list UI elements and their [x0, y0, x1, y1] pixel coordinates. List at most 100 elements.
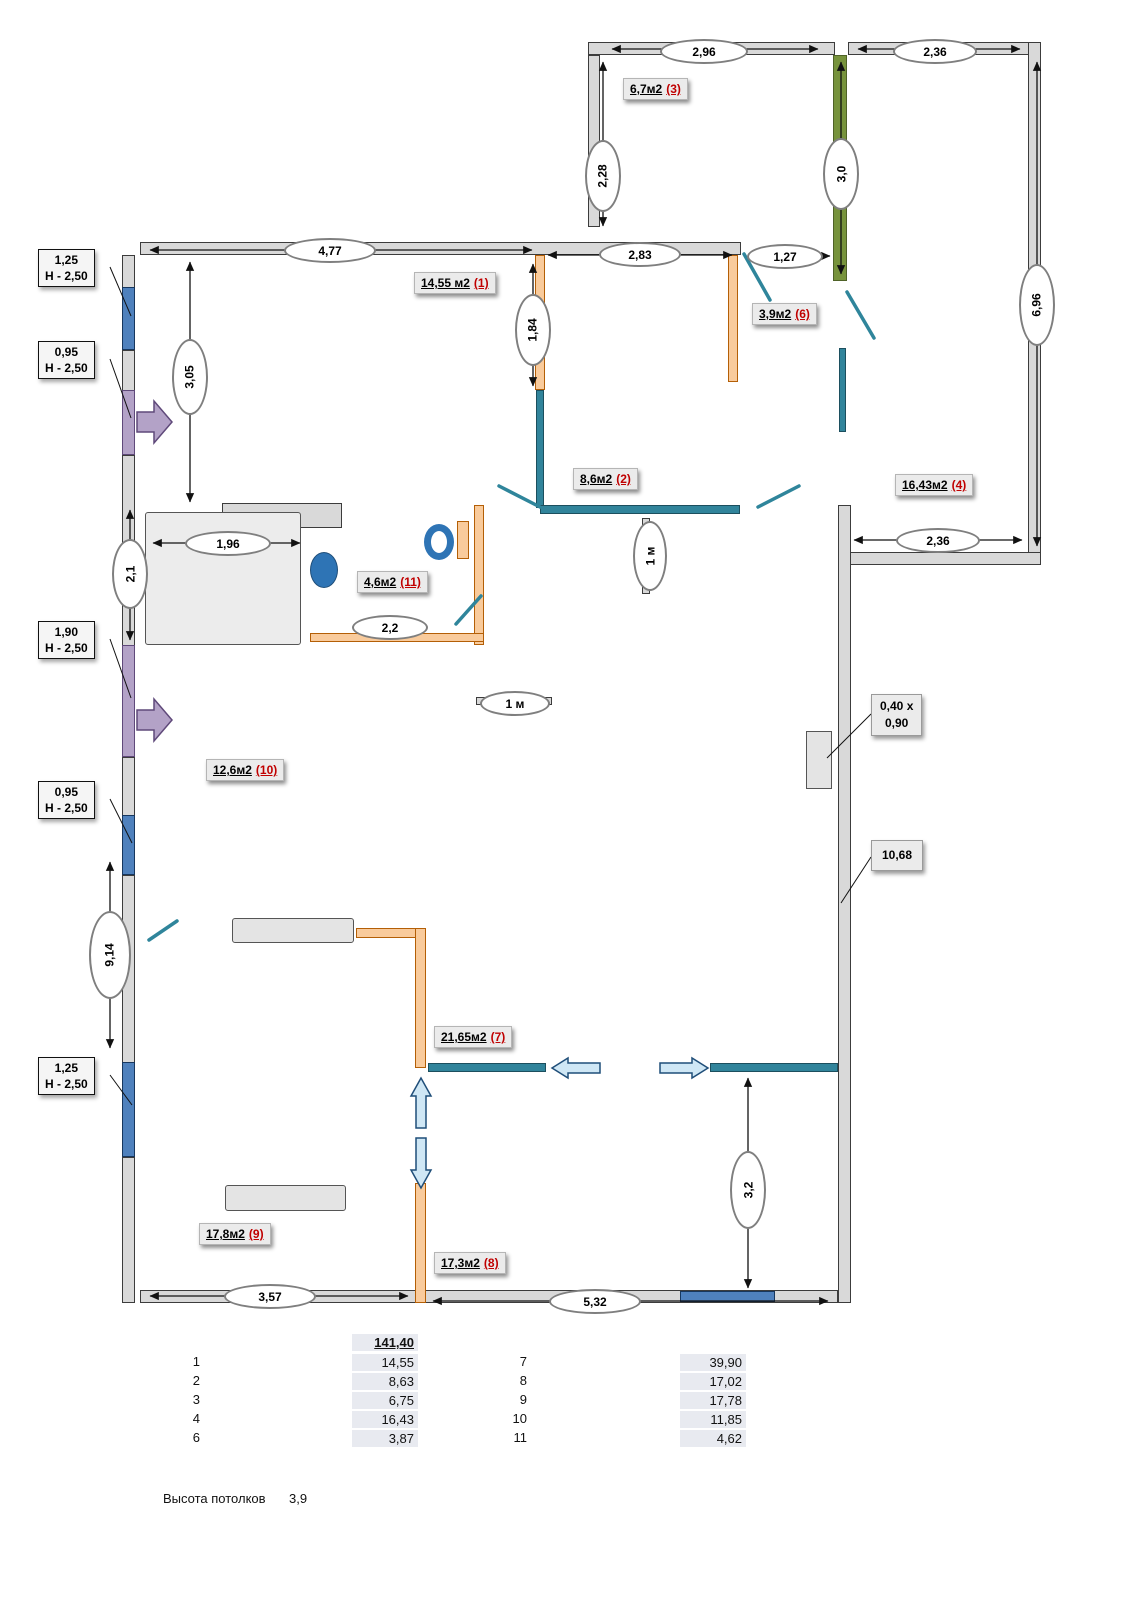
dim-5-32: 5,32 — [549, 1289, 641, 1314]
opening-height: Н - 2,50 — [45, 1077, 88, 1092]
room-number: (10) — [255, 763, 278, 777]
row-number: 11 — [513, 1430, 528, 1445]
toilet-icon — [424, 524, 454, 560]
dim-1m-vertical: 1 м — [633, 521, 667, 591]
room-number: (3) — [666, 82, 681, 96]
room-label-7: 21,65м2(7) — [434, 1026, 513, 1048]
room-label-8: 17,3м2(8) — [434, 1252, 506, 1274]
dim-text: 2,2 — [381, 620, 399, 635]
dim-text: 2,28 — [595, 164, 610, 188]
dim-2-36-top: 2,36 — [893, 39, 977, 64]
dim-1-84: 1,84 — [515, 294, 551, 366]
opening-label-4: 0,95 Н - 2,50 — [38, 781, 95, 820]
row-number: 6 — [192, 1430, 200, 1445]
row-number: 4 — [192, 1411, 200, 1426]
partition-lower-right — [710, 1063, 838, 1072]
shaft-size-line2: 0,90 — [885, 715, 909, 730]
partition-mid-h — [356, 928, 418, 938]
room-number: (11) — [400, 575, 421, 589]
dim-text: 2,83 — [628, 247, 652, 262]
room-area: 21,65м2 — [441, 1030, 487, 1044]
dim-9-14: 9,14 — [89, 911, 131, 999]
door-left-1 — [122, 390, 135, 455]
dim-2-36-room4: 2,36 — [896, 528, 980, 553]
partition-teal-v — [536, 390, 544, 508]
dim-3-57: 3,57 — [224, 1284, 316, 1309]
row-area: 4,62 — [680, 1430, 746, 1447]
dim-text: 3,05 — [182, 365, 197, 389]
partition-room2-bottom — [540, 505, 740, 514]
partition-lower-left — [428, 1063, 546, 1072]
row-area: 8,63 — [352, 1373, 418, 1390]
dim-text: 9,14 — [102, 943, 117, 967]
opening-label-1: 1,25 Н - 2,50 — [38, 249, 95, 288]
window-left-1 — [122, 287, 135, 350]
row-area: 3,87 — [352, 1430, 418, 1447]
row-area: 6,75 — [352, 1392, 418, 1409]
dim-6-96: 6,96 — [1019, 264, 1055, 346]
row-number: 3 — [192, 1392, 200, 1407]
opening-height: Н - 2,50 — [45, 269, 88, 284]
dim-text: 3,0 — [834, 165, 848, 183]
opening-height: Н - 2,50 — [45, 641, 88, 656]
dim-text: 4,77 — [318, 243, 342, 258]
dim-2-1: 2,1 — [112, 539, 148, 609]
room-label-9: 17,8м2(9) — [199, 1223, 271, 1245]
dim-text: 1 м — [505, 696, 525, 711]
wall-left-seg2 — [122, 350, 135, 392]
partition-room11-right — [474, 505, 484, 645]
sink-icon — [310, 552, 338, 588]
row-number: 10 — [512, 1411, 527, 1426]
row-area: 16,43 — [352, 1411, 418, 1428]
row-area: 17,78 — [680, 1392, 746, 1409]
wall-length-label: 10,68 — [871, 840, 924, 871]
room-label-11: 4,6м2(11) — [357, 571, 428, 593]
window-left-2 — [122, 815, 135, 875]
dim-2-96: 2,96 — [660, 39, 748, 64]
ceiling-height-label: Высота потолков — [163, 1491, 266, 1506]
dim-text: 2,1 — [123, 565, 137, 583]
dim-text: 3,57 — [258, 1289, 282, 1304]
wall-length-value: 10,68 — [882, 848, 913, 862]
toilet-tank-icon — [457, 521, 469, 559]
dim-3-2: 3,2 — [730, 1151, 766, 1229]
shaft-box — [806, 731, 832, 789]
opening-height: Н - 2,50 — [45, 361, 88, 376]
dim-2-2: 2,2 — [352, 615, 428, 640]
dim-3-0: 3,0 — [823, 138, 859, 210]
partition-mid-v-upper — [415, 928, 426, 1068]
dim-text: 2,36 — [926, 533, 950, 548]
room-area: 3,9м2 — [759, 307, 792, 321]
door-direction-arrows — [409, 1056, 710, 1190]
room-label-1: 14,55 м2(1) — [414, 272, 496, 294]
room-number: (2) — [616, 472, 631, 486]
opening-width: 1,25 — [54, 253, 79, 267]
ceiling-height-value: 3,9 — [289, 1491, 308, 1506]
dim-text: 1 м — [642, 546, 657, 566]
room-label-6: 3,9м2(6) — [752, 303, 817, 325]
room-area: 14,55 м2 — [421, 276, 470, 290]
room-label-10: 12,6м2(10) — [206, 759, 285, 781]
dim-2-28: 2,28 — [585, 140, 621, 212]
dim-3-05: 3,05 — [172, 339, 208, 415]
dim-text: 1,96 — [216, 536, 240, 551]
opening-width: 1,25 — [54, 1061, 79, 1075]
shaft-size-line1: 0,40 х — [880, 699, 914, 713]
dim-text: 6,96 — [1029, 293, 1044, 317]
wall-right-inner — [838, 505, 851, 1303]
dim-text: 2,96 — [692, 44, 716, 59]
room-number: (4) — [951, 478, 967, 492]
room-number: (6) — [795, 307, 810, 321]
row-area: 14,55 — [352, 1354, 418, 1371]
dim-text: 3,2 — [741, 1181, 755, 1199]
room-area: 17,8м2 — [206, 1227, 245, 1241]
dim-text: 1,27 — [773, 249, 797, 264]
row-area: 17,02 — [680, 1373, 746, 1390]
room-area: 6,7м2 — [630, 82, 663, 96]
room-number: (9) — [248, 1227, 264, 1241]
partition-room6-left — [728, 255, 738, 382]
room-number: (1) — [473, 276, 489, 290]
opening-label-2: 0,95 Н - 2,50 — [38, 341, 95, 380]
